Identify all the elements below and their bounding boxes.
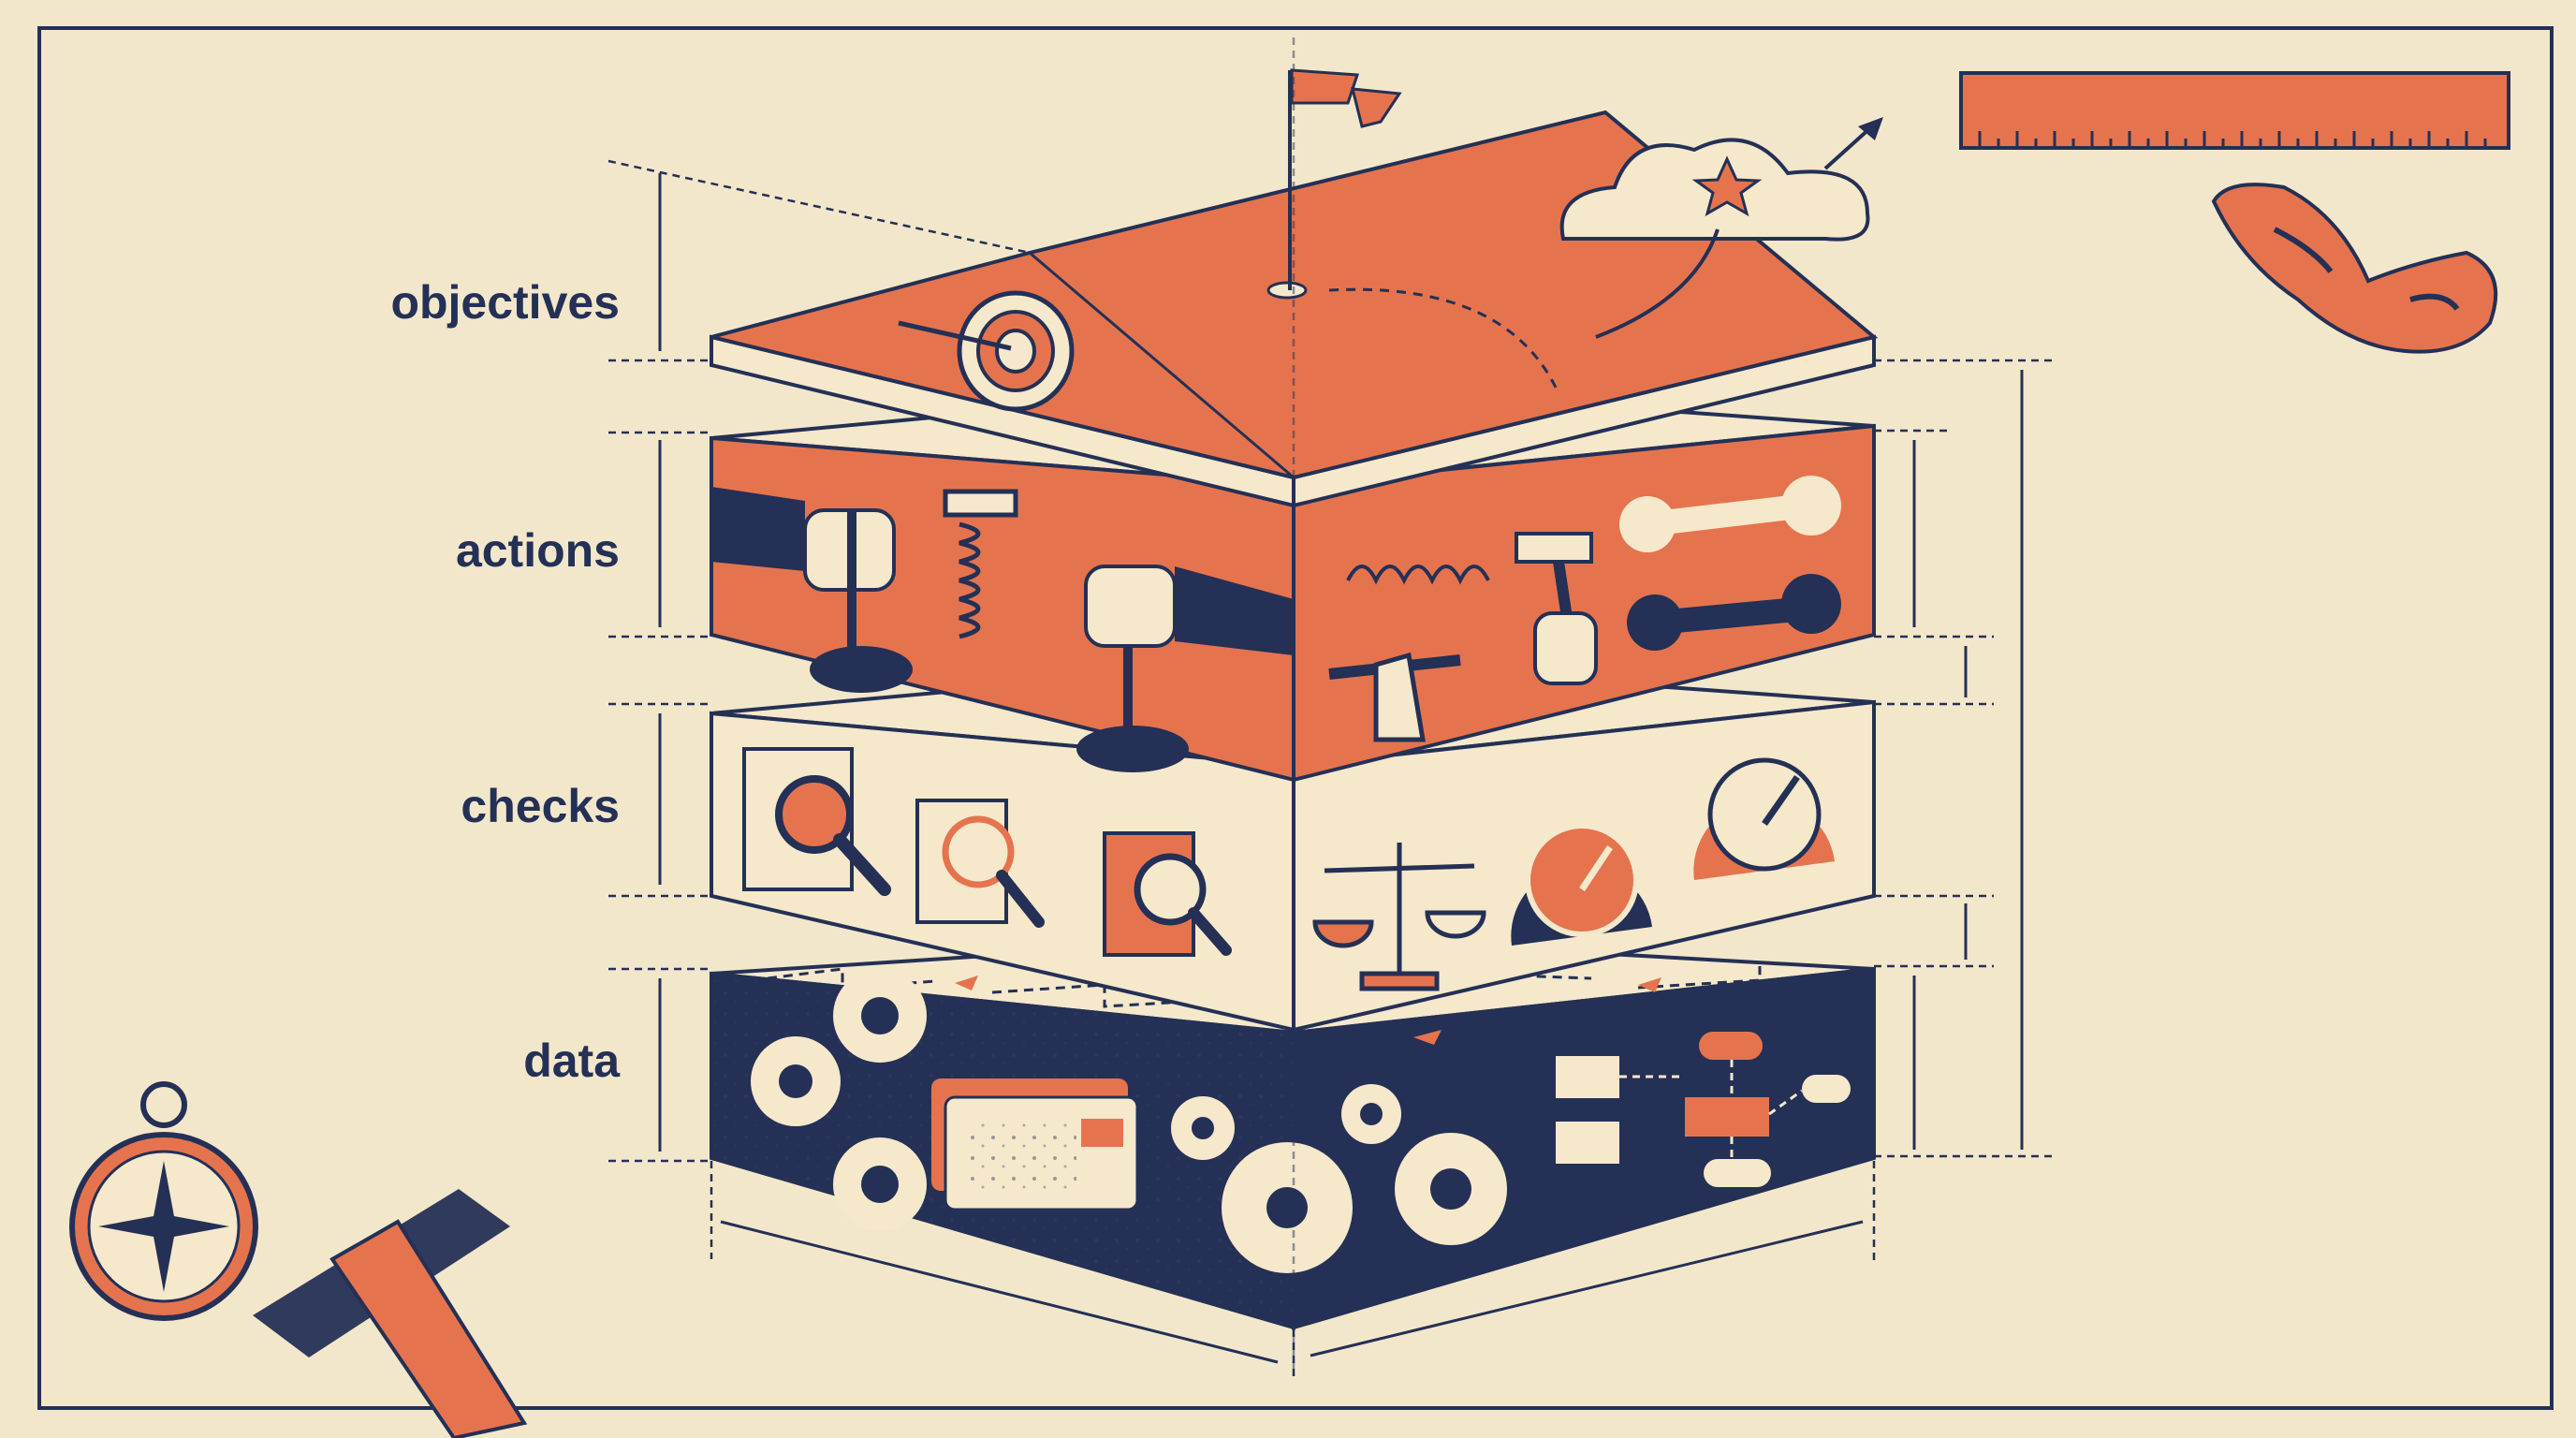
target-icon — [898, 290, 1075, 412]
wrench-icon — [1619, 476, 1841, 651]
hammer-icon — [1515, 532, 1598, 685]
gauge-icon — [1511, 757, 1835, 946]
dimension-lines — [607, 37, 2055, 1376]
frame-border — [37, 26, 2554, 1410]
layer-objectives — [710, 68, 1883, 508]
spring-icon — [943, 489, 1490, 742]
gear-icon — [751, 969, 1507, 1273]
checklist-magnifier-icon — [742, 747, 1232, 957]
layer-actions — [710, 381, 1876, 783]
ruler-icon — [1959, 71, 2510, 150]
scales-icon — [1312, 843, 1486, 991]
flag-icon — [1266, 68, 1560, 394]
lever-hand-icon — [711, 487, 1294, 772]
label-checks: checks — [461, 780, 620, 832]
label-data: data — [523, 1034, 621, 1087]
flowchart-icon — [1556, 1032, 1851, 1187]
compass-icon — [69, 1081, 258, 1321]
label-objectives: objectives — [390, 276, 620, 329]
label-actions: actions — [456, 524, 620, 577]
cloud-star-icon — [1559, 117, 1883, 339]
french-curve-icon — [2211, 183, 2498, 354]
t-square-icon — [253, 1189, 528, 1438]
keyboard-icon — [931, 1078, 1139, 1211]
